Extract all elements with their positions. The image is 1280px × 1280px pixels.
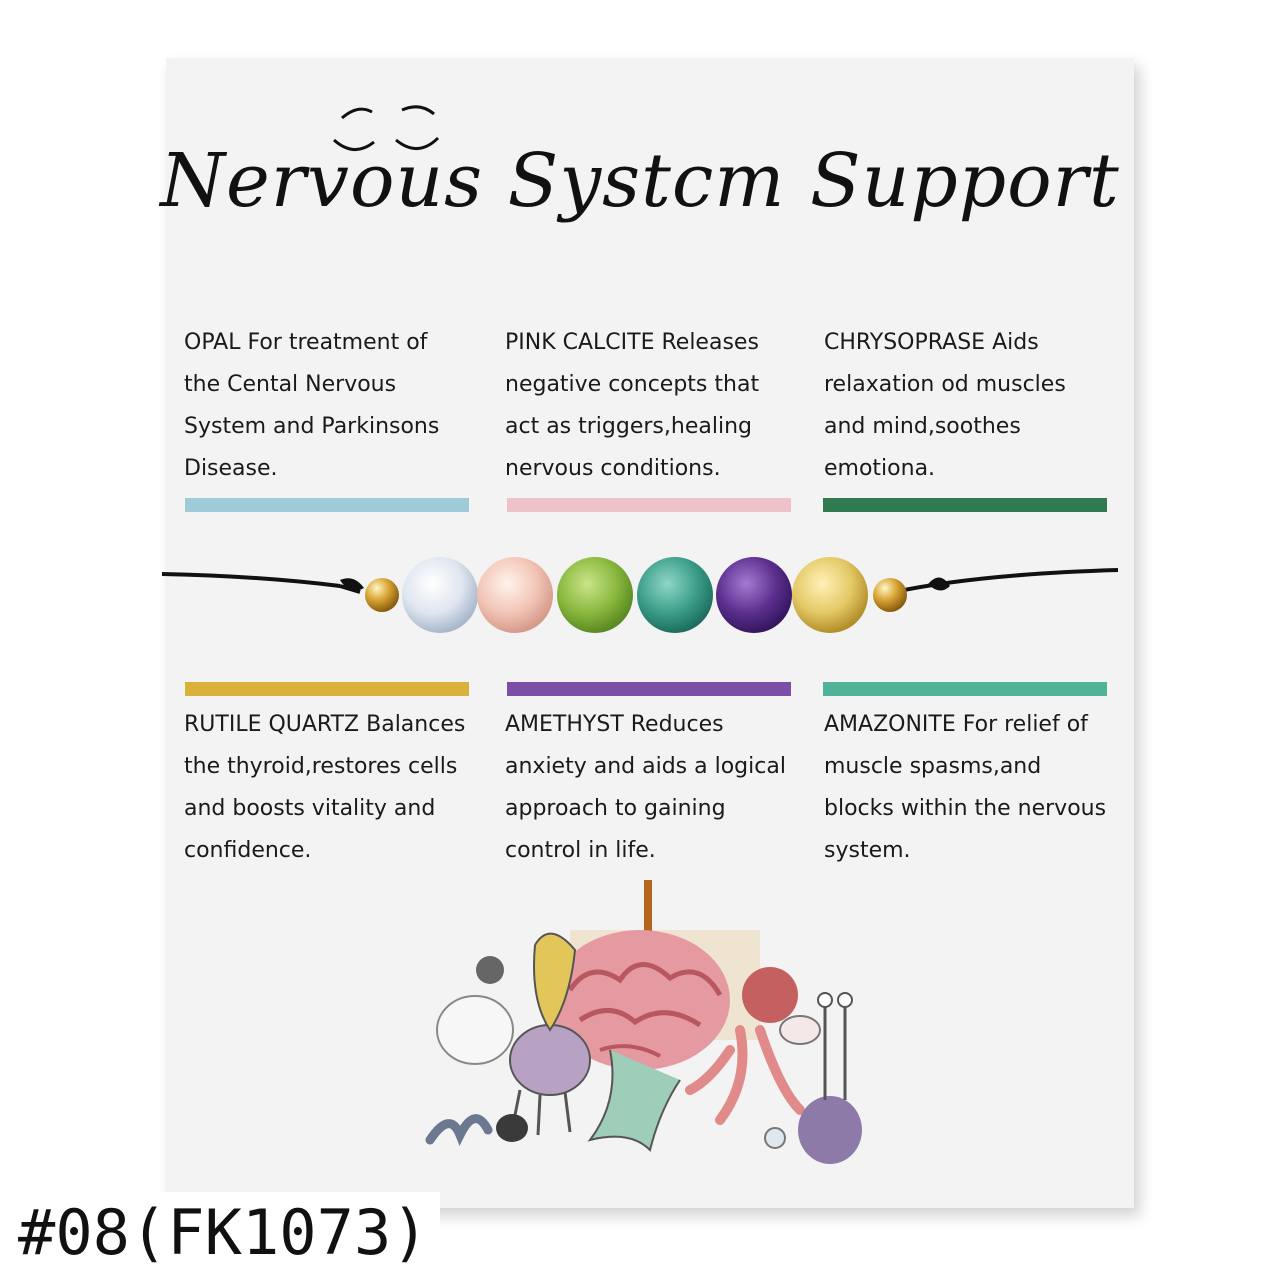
sku-label-background [0,1192,440,1280]
stone-description-chrysoprase: CHRYSOPRASE Aids relaxation od muscles a… [824,330,1066,481]
sku-label: #08(FK1073) [18,1196,429,1269]
card-title: Nervous Systcm Support [160,138,1120,224]
stone-description-amazonite: AMAZONITE For relief of muscle spasms,an… [824,712,1107,863]
color-bar-pink-calcite [507,498,791,512]
color-bar-rutile-quartz [185,682,469,696]
stone-description-rutile-quartz: RUTILE QUARTZ Balances the thyroid,resto… [184,712,466,863]
stone-description-amethyst: AMETHYST Reduces anxiety and aids a logi… [505,712,786,863]
brain-monsters-illustration [425,880,862,1164]
stone-description-pink-calcite: PINK CALCITE Releases negative concepts … [505,330,760,481]
color-bar-amazonite [823,682,1107,696]
bracelet-image [161,557,1119,633]
color-bar-chrysoprase [823,498,1107,512]
color-bar-opal [185,498,469,512]
color-bar-amethyst [507,682,791,696]
eyes-doodle-icon [332,105,440,151]
stone-description-opal: OPAL For treatment of the Cental Nervous… [184,330,440,481]
